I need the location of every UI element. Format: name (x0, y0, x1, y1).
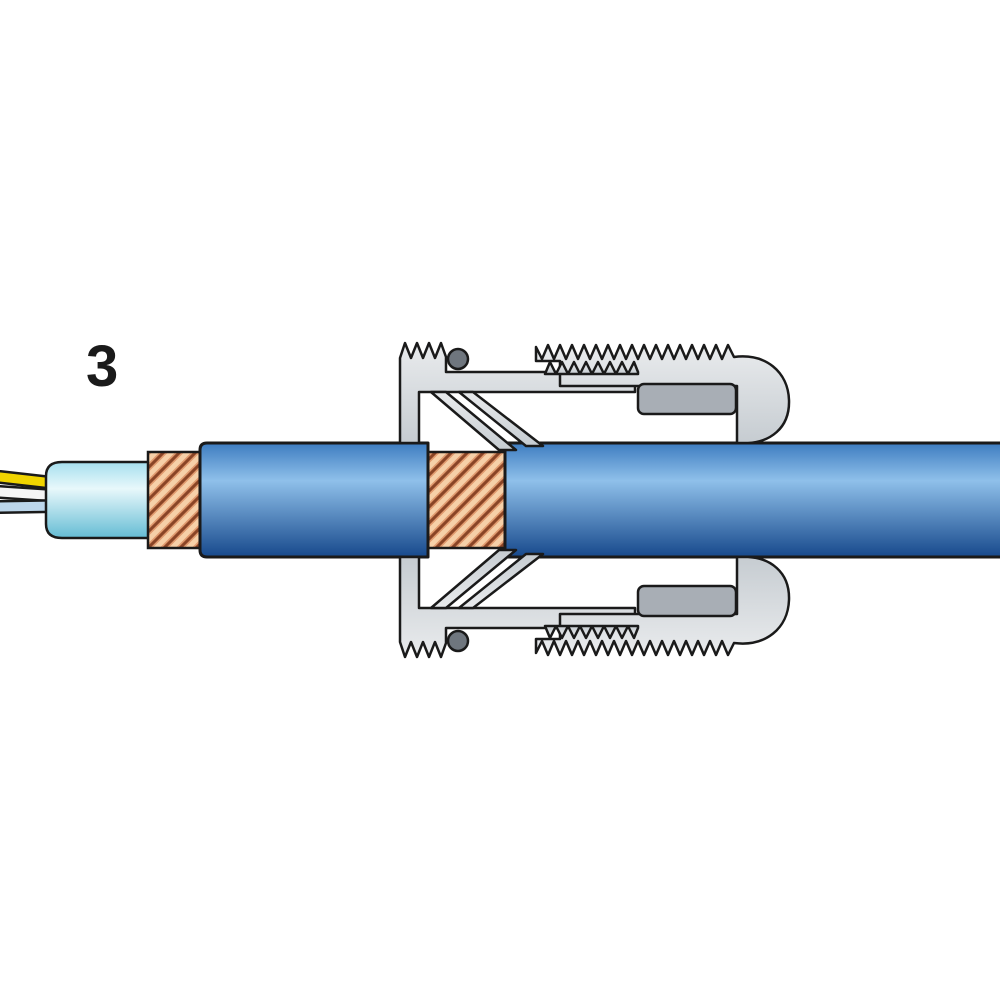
clamp-finger (429, 390, 518, 452)
cable (0, 441, 1000, 559)
o-ring (446, 347, 470, 371)
clamp-finger (457, 390, 545, 448)
braid-exposed (426, 450, 510, 550)
gland-lower-half (398, 548, 791, 659)
step-number: 3 (86, 334, 118, 399)
gland-body-thread (398, 341, 637, 445)
braid-left (146, 450, 208, 550)
thread-mesh (543, 360, 640, 376)
jacket-right (503, 441, 1000, 559)
jacket-left (198, 441, 430, 559)
inner-insulation (44, 460, 154, 540)
gland-upper-half (398, 341, 791, 452)
seal-insert (636, 382, 738, 416)
